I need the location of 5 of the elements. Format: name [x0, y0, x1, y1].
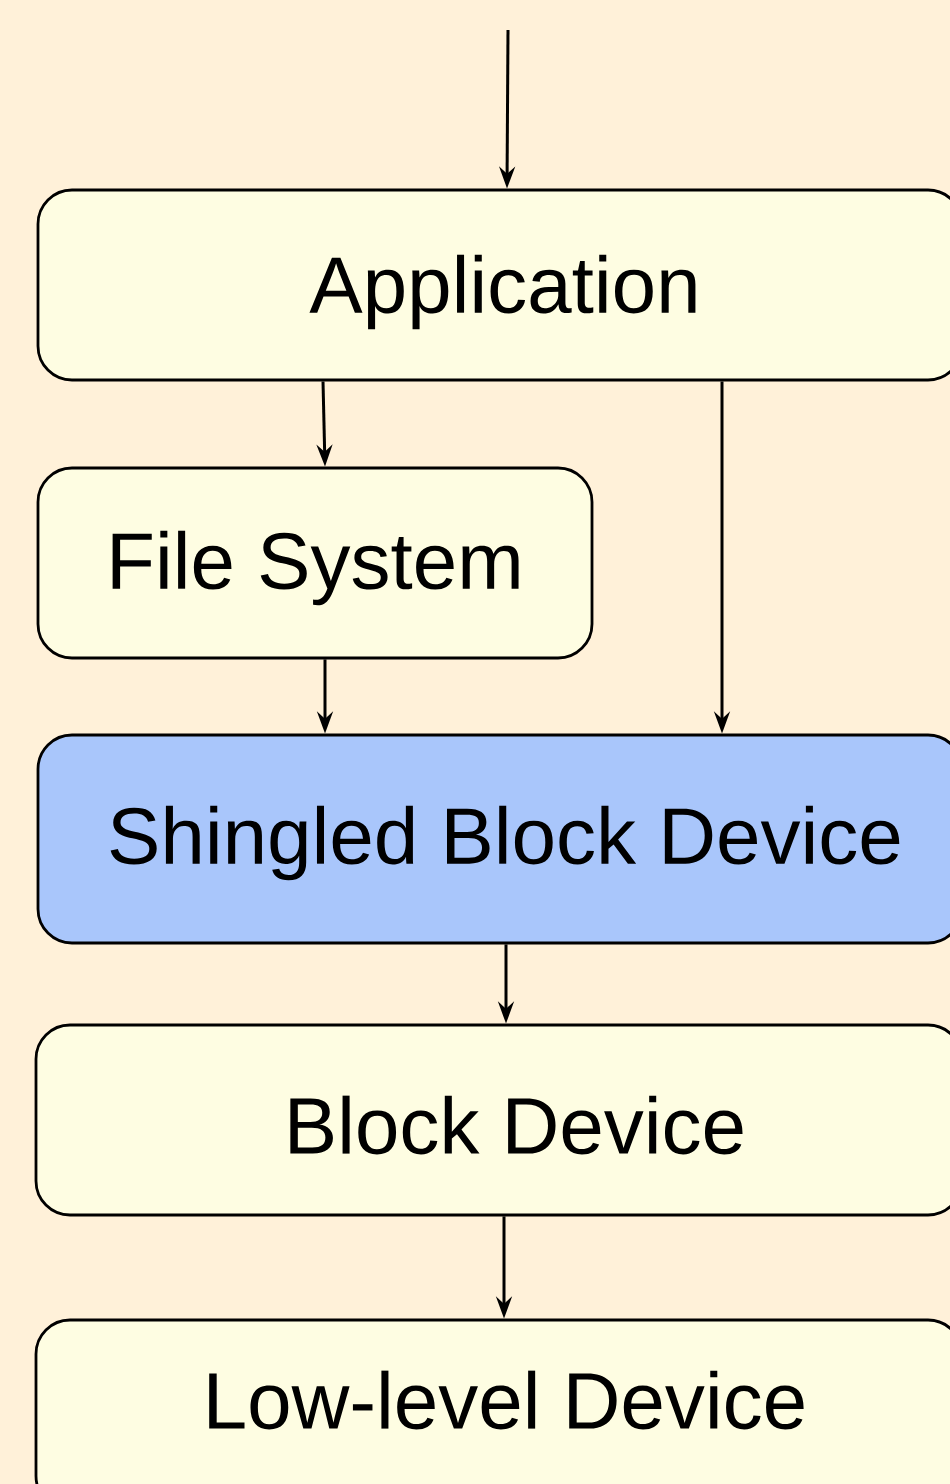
layer-box: Shingled Block Device — [36, 733, 950, 945]
layer-box: Application — [36, 188, 950, 382]
layer-box: File System — [36, 466, 594, 660]
layer-box: Low-level Device — [34, 1318, 950, 1484]
layer-box: Block Device — [34, 1023, 950, 1217]
